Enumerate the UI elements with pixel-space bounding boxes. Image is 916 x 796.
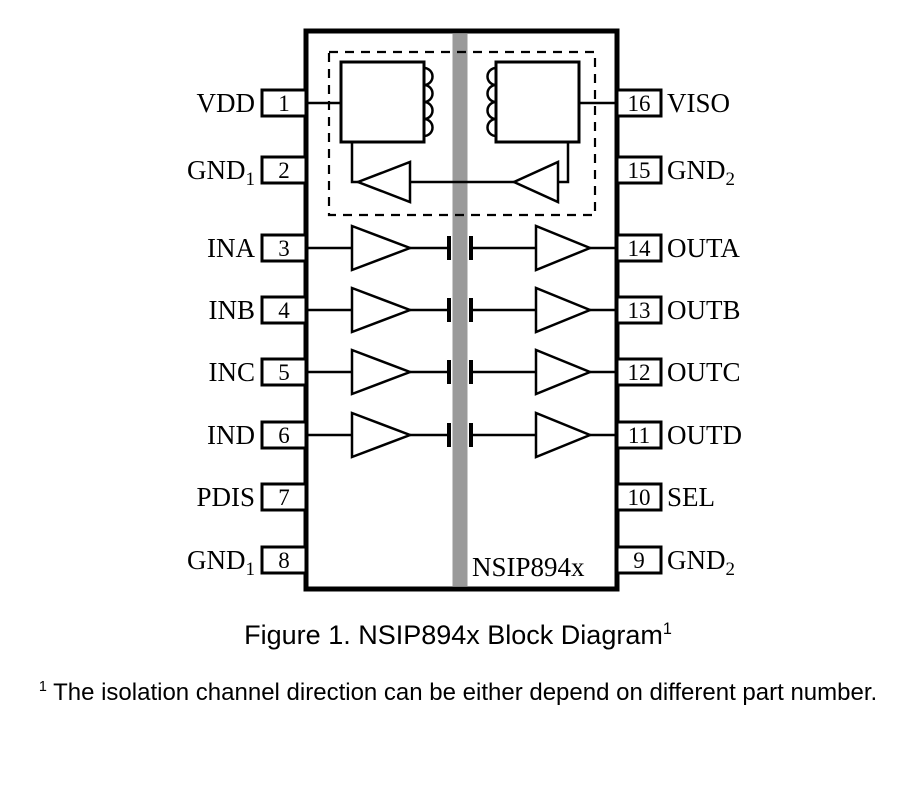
pin-number: 2 (278, 158, 290, 183)
cap-plates-channel-b (447, 298, 473, 322)
pin-left-8: 8 GND1 (187, 545, 308, 580)
pin-number: 16 (628, 91, 651, 116)
pin-box (260, 88, 308, 118)
pin-box (615, 88, 663, 118)
cap-plates-channel-a (447, 236, 473, 260)
pin-number: 15 (628, 158, 651, 183)
pin-box (615, 482, 663, 512)
power-section-dashed-box (327, 50, 597, 217)
pin-label: SEL (667, 482, 715, 512)
pin-left-4: 4 INB (209, 295, 308, 325)
figure-caption: Figure 1. NSIP894x Block Diagram1 (0, 620, 916, 651)
wire-feedback-right (558, 142, 570, 184)
channel-c-input-buffer-icon (350, 348, 414, 396)
channel-a-output-buffer-icon (534, 224, 594, 272)
pin-number: 10 (628, 485, 651, 510)
pin-number: 5 (278, 360, 290, 385)
channel-d-output-buffer-icon (534, 411, 594, 459)
pin-label: OUTB (667, 295, 741, 325)
pin-number: 9 (633, 548, 645, 573)
channel-b-output-buffer-icon (534, 286, 594, 334)
pin-label: OUTD (667, 420, 742, 450)
channel-d-input-buffer-icon (350, 411, 414, 459)
pin-right-14: 14 OUTA (615, 233, 740, 263)
pin-label: VDD (197, 88, 256, 118)
feedback-buffer-right-icon (510, 160, 560, 204)
footnote: 1 The isolation channel direction can be… (0, 677, 916, 709)
pin-left-2: 2 GND1 (187, 155, 308, 190)
chip-part-number: NSIP894x (472, 552, 585, 582)
isolation-barrier (452, 34, 468, 586)
pin-label: INC (209, 357, 256, 387)
pin-right-11: 11 OUTD (615, 420, 742, 450)
block-diagram-svg: 1 VDD 2 GND1 3 INA 4 INB 5 INC 6 IND (187, 28, 742, 592)
pin-number: 7 (278, 485, 290, 510)
figure-caption-text: Figure 1. NSIP894x Block Diagram (244, 620, 663, 650)
pin-box (260, 420, 308, 450)
pin-number: 6 (278, 423, 290, 448)
pin-box (260, 155, 308, 185)
pin-label: INA (207, 233, 255, 263)
pin-label: VISO (667, 88, 730, 118)
pin-number: 4 (278, 298, 290, 323)
pin-box (615, 545, 663, 575)
pin-box (615, 233, 663, 263)
pin-label: GND2 (667, 155, 735, 190)
pin-label: GND2 (667, 545, 735, 580)
pin-left-5: 5 INC (209, 357, 308, 387)
pin-box (260, 357, 308, 387)
pin-box (615, 295, 663, 325)
pin-box (615, 357, 663, 387)
channel-c-output-buffer-icon (534, 348, 594, 396)
feedback-buffer-left-icon (354, 160, 412, 204)
pin-box (615, 155, 663, 185)
primary-coil-icon (423, 66, 434, 138)
pin-right-16: 16 VISO (615, 88, 730, 118)
figure-caption-superscript: 1 (662, 620, 672, 638)
pin-box (615, 420, 663, 450)
pin-number: 3 (278, 236, 290, 261)
secondary-coil-icon (486, 66, 497, 138)
pin-label: GND1 (187, 545, 255, 580)
transformer-secondary-block (494, 60, 581, 144)
pin-number: 13 (628, 298, 651, 323)
cap-plates-channel-c (447, 360, 473, 384)
pin-left-1: 1 VDD (197, 88, 308, 118)
pin-number: 14 (628, 236, 652, 261)
transformer-primary-block (339, 60, 426, 144)
pin-right-12: 12 OUTC (615, 357, 741, 387)
pin-right-9: 9 GND2 (615, 545, 735, 580)
pin-label: INB (209, 295, 256, 325)
pin-left-6: 6 IND (207, 420, 308, 450)
isolation-plates (447, 236, 473, 447)
pin-label: IND (207, 420, 255, 450)
pin-number: 8 (278, 548, 290, 573)
channel-b-input-buffer-icon (350, 286, 414, 334)
footnote-marker: 1 (38, 679, 47, 695)
pin-box (260, 482, 308, 512)
pin-right-13: 13 OUTB (615, 295, 741, 325)
pin-number: 11 (628, 423, 650, 448)
pin-label: OUTA (667, 233, 740, 263)
channel-a-input-buffer-icon (350, 224, 414, 272)
pin-box (260, 545, 308, 575)
pin-number: 1 (278, 91, 290, 116)
pin-label: OUTC (667, 357, 741, 387)
buffers (350, 160, 594, 459)
pin-box (260, 295, 308, 325)
pin-left-3: 3 INA (207, 233, 308, 263)
pin-label: PDIS (196, 482, 255, 512)
cap-plates-channel-d (447, 423, 473, 447)
pin-left-7: 7 PDIS (196, 482, 308, 512)
pin-label: GND1 (187, 155, 255, 190)
footnote-text: The isolation channel direction can be e… (53, 679, 878, 706)
pin-right-15: 15 GND2 (615, 155, 735, 190)
pin-right-10: 10 SEL (615, 482, 715, 512)
pin-box (260, 233, 308, 263)
pin-number: 12 (628, 360, 651, 385)
